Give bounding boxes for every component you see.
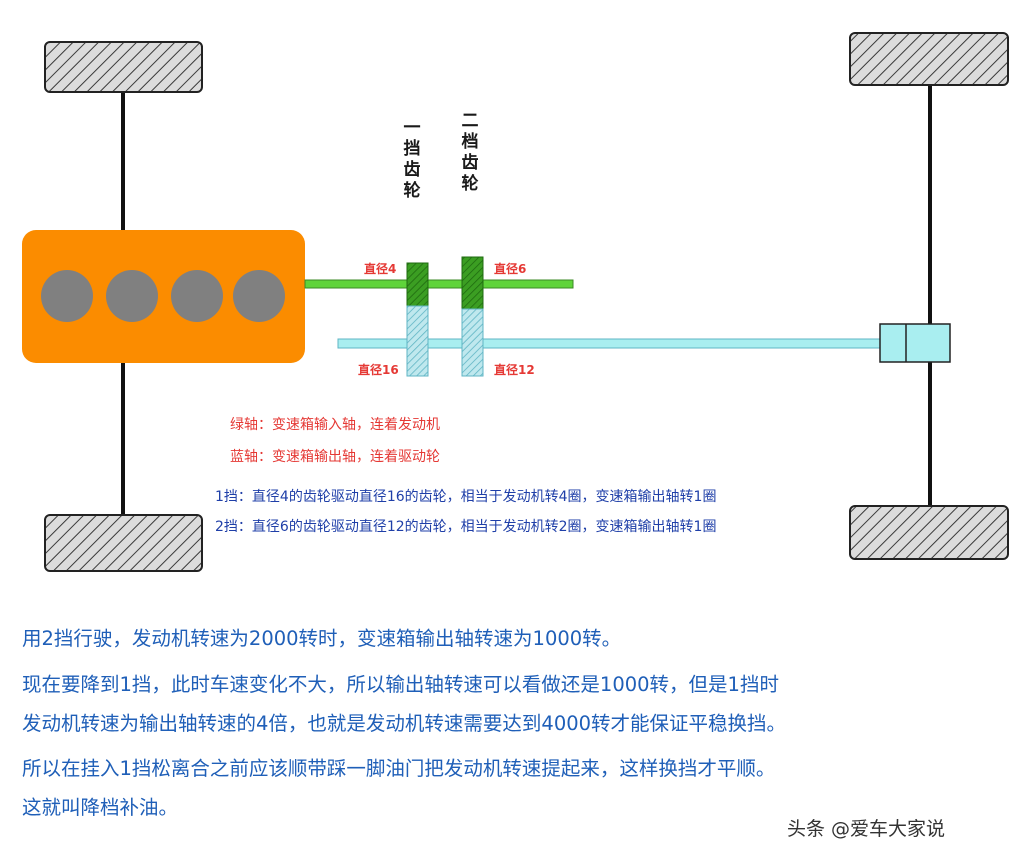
wheel-front-left [44, 41, 203, 93]
explanation-line-2: 现在要降到1挡，此时车速变化不大，所以输出轴转速可以看做还是1000转，但是1挡… [22, 673, 779, 696]
explanation-line-5: 这就叫降档补油。 [22, 796, 179, 819]
output-gear-1 [406, 305, 429, 377]
output-gear2-diameter-label: 直径12 [494, 363, 535, 377]
differential-box [879, 323, 951, 363]
output-gear-2 [461, 308, 484, 377]
wheel-rear-left [849, 32, 1009, 86]
watermark: 头条 @爱车大家说 [787, 818, 946, 840]
green-shaft-legend: 绿轴：变速箱输入轴，连着发动机 [230, 417, 440, 433]
input-gear1-diameter-label: 直径4 [364, 262, 397, 276]
wheel-rear-right [849, 505, 1009, 560]
engine-cylinder-4 [233, 270, 285, 322]
explanation-line-1: 用2挡行驶，发动机转速为2000转时，变速箱输出轴转速为1000转。 [22, 627, 622, 650]
explanation-line-3: 发动机转速为输出轴转速的4倍，也就是发动机转速需要达到4000转才能保证平稳换挡… [22, 712, 787, 735]
explanation-line-4: 所以在挂入1挡松离合之前应该顺带踩一脚油门把发动机转速提起来，这样换挡才平顺。 [22, 757, 776, 780]
gear2-ratio-legend: 2挡：直径6的齿轮驱动直径12的齿轮，相当于发动机转2圈，变速箱输出轴转1圈 [215, 519, 717, 535]
gear1-label: 一挡齿轮 [403, 118, 421, 201]
wheel-front-right [44, 514, 203, 572]
output-gear1-diameter-label: 直径16 [358, 363, 399, 377]
gear2-label: 二档齿轮 [461, 111, 479, 194]
gear1-ratio-legend: 1挡：直径4的齿轮驱动直径16的齿轮，相当于发动机转4圈，变速箱输出轴转1圈 [215, 489, 717, 505]
input-shaft [304, 279, 574, 289]
input-gear2-diameter-label: 直径6 [494, 262, 527, 276]
blue-shaft-legend: 蓝轴：变速箱输出轴，连着驱动轮 [230, 449, 440, 465]
engine-cylinder-1 [41, 270, 93, 322]
input-gear-2 [461, 256, 484, 310]
engine-cylinder-3 [171, 270, 223, 322]
engine-cylinder-2 [106, 270, 158, 322]
input-gear-1 [406, 262, 429, 307]
engine-block [22, 230, 305, 363]
